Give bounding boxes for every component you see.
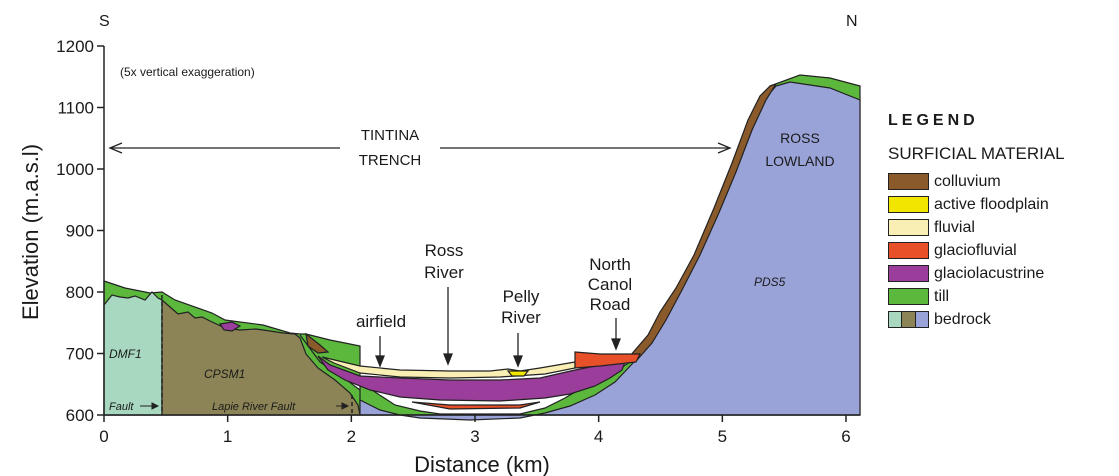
tintina-trench-arrow: [108, 142, 732, 154]
unit-pds5-label: PDS5: [754, 275, 786, 289]
ross-river-label-1: Ross: [425, 241, 464, 260]
legend-item: bedrock: [888, 308, 1118, 331]
fault-label: Fault: [109, 401, 134, 413]
y-tick-label: 1200: [56, 37, 94, 56]
x-tick-label: 1: [223, 427, 232, 446]
legend: LEGEND SURFICIAL MATERIAL colluvium activ…: [888, 112, 1118, 331]
ross-lowland-label-2: LOWLAND: [765, 153, 834, 169]
compass-south: S: [99, 13, 110, 30]
legend-swatch: [888, 288, 929, 305]
bedrock-cpsm1: [161, 298, 361, 416]
y-tick-label: 800: [66, 283, 94, 302]
legend-item: glaciofluvial: [888, 239, 1118, 262]
legend-swatch: [888, 265, 929, 282]
geologic-layers: [103, 74, 861, 421]
legend-label: glaciofluvial: [934, 241, 1017, 259]
unit-dmf1-label: DMF1: [109, 347, 142, 361]
legend-label: glaciolacustrine: [934, 264, 1045, 282]
legend-label: till: [934, 287, 950, 305]
y-tick-label: 1100: [57, 99, 94, 118]
x-tick-label: 0: [99, 427, 108, 446]
compass-north: N: [846, 13, 858, 30]
x-ticks: 0 1 2 3 4 5 6: [99, 415, 851, 446]
glaciolacustrine-patch: [218, 321, 242, 332]
glaciofluvial-lens: [411, 401, 541, 410]
y-tick-label: 900: [66, 222, 94, 241]
glaciofluvial-layer: [574, 351, 641, 369]
glaciolacustrine-layer: [317, 355, 626, 402]
legend-item: active floodplain: [888, 193, 1118, 216]
legend-item: till: [888, 285, 1118, 308]
lapie-fault-arrow: [336, 402, 350, 410]
pelly-river-label-2: River: [501, 308, 541, 327]
lapie-fault-label: Lapie River Fault: [212, 401, 296, 413]
x-axis-label: Distance (km): [414, 452, 550, 476]
active-floodplain: [506, 370, 530, 377]
tintina-label-2: TRENCH: [359, 152, 422, 169]
x-tick-label: 5: [718, 427, 727, 446]
unit-cpsm1-label: CPSM1: [204, 367, 245, 381]
legend-item: colluvium: [888, 170, 1118, 193]
tintina-label-1: TINTINA: [361, 127, 419, 144]
legend-item: fluvial: [888, 216, 1118, 239]
airfield-label: airfield: [356, 312, 406, 331]
legend-label: bedrock: [934, 310, 991, 328]
canol-road-label-3: Road: [590, 295, 631, 314]
legend-label: fluvial: [934, 218, 975, 236]
ross-river-label-2: River: [424, 263, 464, 282]
fault-arrow: [140, 402, 160, 410]
legend-items: colluvium active floodplain fluvial glaciof…: [888, 170, 1118, 331]
exaggeration-note: (5x vertical exaggeration): [120, 65, 255, 79]
pelly-river-label-1: Pelly: [503, 287, 540, 306]
y-axis-label: Elevation (m.a.s.l): [18, 144, 43, 320]
legend-swatch: [888, 196, 929, 213]
legend-swatch: [888, 219, 929, 236]
legend-subtitle: SURFICIAL MATERIAL: [888, 144, 1065, 163]
legend-swatch: [888, 242, 929, 259]
x-tick-label: 6: [841, 427, 850, 446]
legend-label: colluvium: [934, 172, 1001, 190]
legend-swatch: [888, 173, 929, 190]
legend-swatch: [888, 311, 929, 328]
colluvium-slope: [629, 82, 778, 361]
legend-label: active floodplain: [934, 195, 1049, 213]
canol-road-label-1: North: [589, 255, 631, 274]
legend-title: LEGEND: [888, 112, 979, 129]
x-tick-label: 2: [347, 427, 356, 446]
y-tick-label: 600: [66, 406, 94, 425]
legend-item: glaciolacustrine: [888, 262, 1118, 285]
feature-arrows: [375, 287, 621, 368]
y-ticks: 600 700 800 900 1000 1100 1200: [56, 37, 104, 425]
canol-road-label-2: Canol: [588, 275, 632, 294]
y-tick-label: 700: [66, 345, 94, 364]
ross-lowland-label-1: ROSS: [780, 130, 820, 146]
colluvium-left: [305, 332, 330, 354]
x-tick-label: 4: [594, 427, 603, 446]
x-tick-label: 3: [470, 427, 479, 446]
y-tick-label: 1000: [56, 160, 94, 179]
